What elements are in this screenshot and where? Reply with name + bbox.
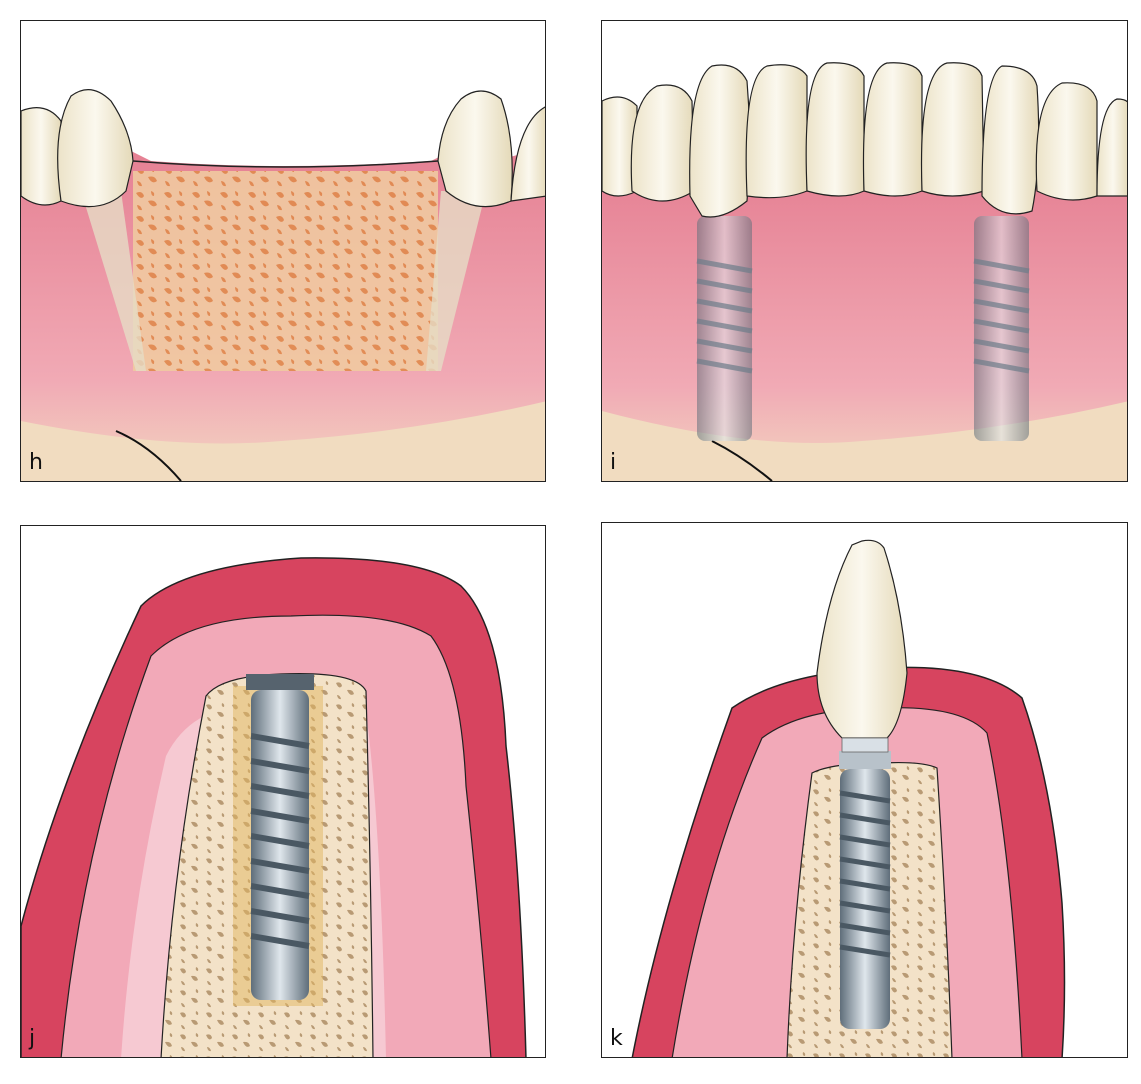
jaw-bone <box>602 401 1127 481</box>
panel-i-implants: i <box>601 20 1128 482</box>
panel-label: h <box>29 450 43 475</box>
bone-graft-material <box>133 171 438 371</box>
jaw-bone <box>21 401 545 481</box>
tooth-left-back <box>21 107 62 206</box>
panel-k-implant-with-crown: k <box>601 522 1128 1058</box>
teeth-row <box>602 62 1127 218</box>
tooth-right <box>437 90 513 208</box>
implants-in-arch-illustration <box>602 62 1127 481</box>
implant-crown-illustration <box>631 539 1066 1057</box>
implant-left <box>696 216 753 441</box>
tooth-left <box>57 89 134 208</box>
implant-cross-section-illustration <box>21 557 527 1057</box>
implant-right <box>973 216 1030 441</box>
implant <box>839 751 891 1029</box>
tooth-root-right <box>426 191 486 371</box>
panel-label: j <box>29 1026 36 1051</box>
panel-h-bone-graft: h <box>20 20 546 482</box>
panel-label: i <box>610 450 617 475</box>
abutment <box>841 737 889 753</box>
tooth-root-left <box>81 191 146 371</box>
implant <box>246 674 314 1000</box>
panel-j-cross-section-implant: j <box>20 525 546 1058</box>
bone-graft-illustration <box>21 89 545 481</box>
tooth-right-back <box>510 106 545 202</box>
crown <box>816 539 908 739</box>
panel-label: k <box>610 1026 623 1051</box>
